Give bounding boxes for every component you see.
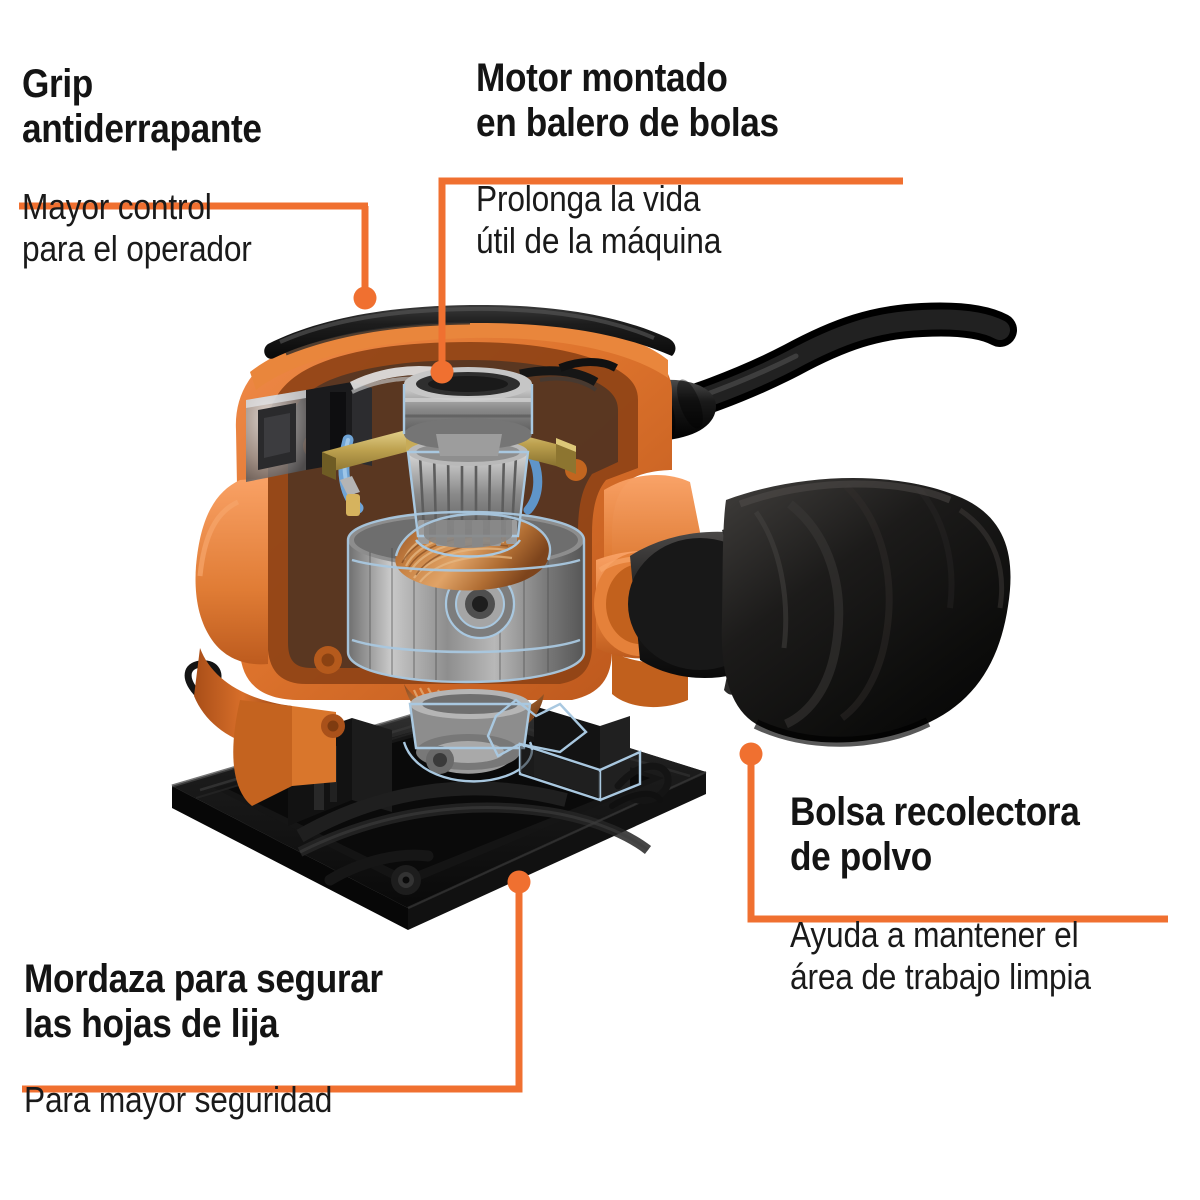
- callout-motor-subtitle: Prolonga la vida útil de la máquina: [476, 178, 722, 262]
- callout-mordaza-title: Mordaza para segurar las hojas de lija: [24, 957, 383, 1047]
- callout-mordaza: Mordaza para segurar las hojas de lija P…: [24, 957, 584, 1121]
- callout-grip-title: Grip antiderrapante: [22, 62, 262, 152]
- sandpaper-clamp: [184, 660, 672, 895]
- dust-bag: [628, 478, 1011, 747]
- callout-bolsa-subtitle: Ayuda a mantener el área de trabajo limp…: [790, 914, 1091, 998]
- callout-bolsa-title: Bolsa recolectora de polvo: [790, 790, 1080, 880]
- counterweight: [402, 689, 642, 802]
- callout-bolsa: Bolsa recolectora de polvo Ayuda a mante…: [790, 790, 1200, 999]
- callout-motor-title: Motor montado en balero de bolas: [476, 56, 779, 146]
- ball-bearing: [402, 367, 534, 456]
- callout-mordaza-subtitle: Para mayor seguridad: [24, 1079, 333, 1121]
- callout-grip: Grip antiderrapante Mayor control para e…: [22, 62, 452, 271]
- callout-grip-subtitle: Mayor control para el operador: [22, 186, 252, 270]
- clamp-lever: [324, 849, 434, 895]
- callout-motor: Motor montado en balero de bolas Prolong…: [476, 56, 996, 263]
